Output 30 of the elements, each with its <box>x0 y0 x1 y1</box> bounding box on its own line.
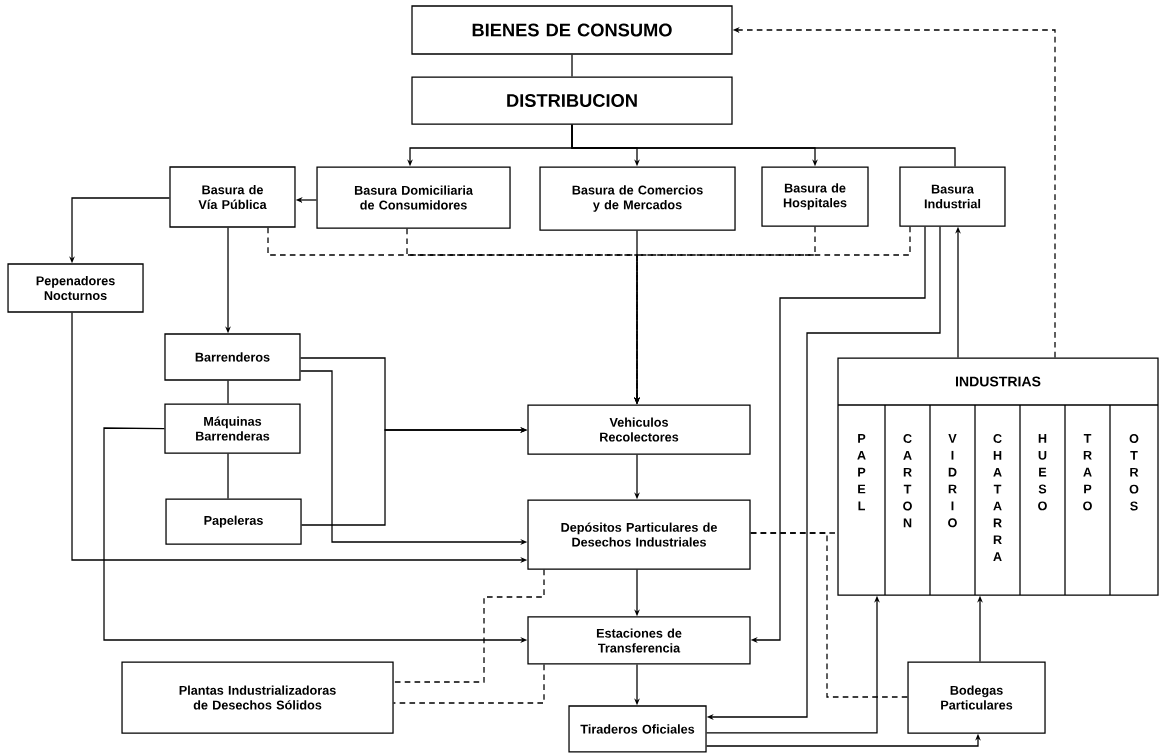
connector-line <box>571 54 573 78</box>
material-column-label: CHATARRA <box>993 434 1002 561</box>
process-box: Papeleras <box>165 498 302 545</box>
connector-line <box>571 124 956 168</box>
connector-line <box>393 569 545 683</box>
material-column-label: TR APO <box>1083 434 1092 511</box>
material-column-label: VIDRIO <box>948 434 957 528</box>
connector-line <box>227 453 229 499</box>
process-box: Basura de Vía Pública <box>169 166 296 228</box>
process-box: Estaciones de Transferencia <box>527 616 751 665</box>
process-box: Barrenderos <box>164 333 301 381</box>
process-box: Bodegas Particulares <box>907 661 1046 734</box>
material-column-label: CARTON <box>903 434 912 528</box>
stage-box: DISTRIBUCION <box>411 76 733 125</box>
process-box: Vehiculos Recolectores <box>527 404 751 455</box>
process-box: Basura de Comercios y de Mercados <box>539 166 736 231</box>
process-box: Depósitos Particulares de Desechos Industriales <box>527 499 751 570</box>
process-box: Basura de Hospitales <box>761 166 869 227</box>
process-box: Máquinas Barrenderas <box>164 403 301 454</box>
process-box: Plantas Industrializadoras de Desechos Sólidos <box>121 661 394 734</box>
stage-box: BIENES DE CONSUMO <box>411 5 733 55</box>
connector-line <box>750 532 838 534</box>
process-box: Basura Industrial <box>899 166 1006 227</box>
material-column-label: OTROS <box>1129 434 1139 511</box>
process-box: Basura Domiciliaria de Consumidores <box>316 166 511 229</box>
process-box: Pepenadores Nocturnos <box>7 263 144 313</box>
material-column-label: PAPEL <box>857 434 866 511</box>
material-column-label: HUESO <box>1038 434 1047 511</box>
connector-line <box>227 380 229 404</box>
process-box: Tiraderos Oficiales <box>568 705 707 753</box>
